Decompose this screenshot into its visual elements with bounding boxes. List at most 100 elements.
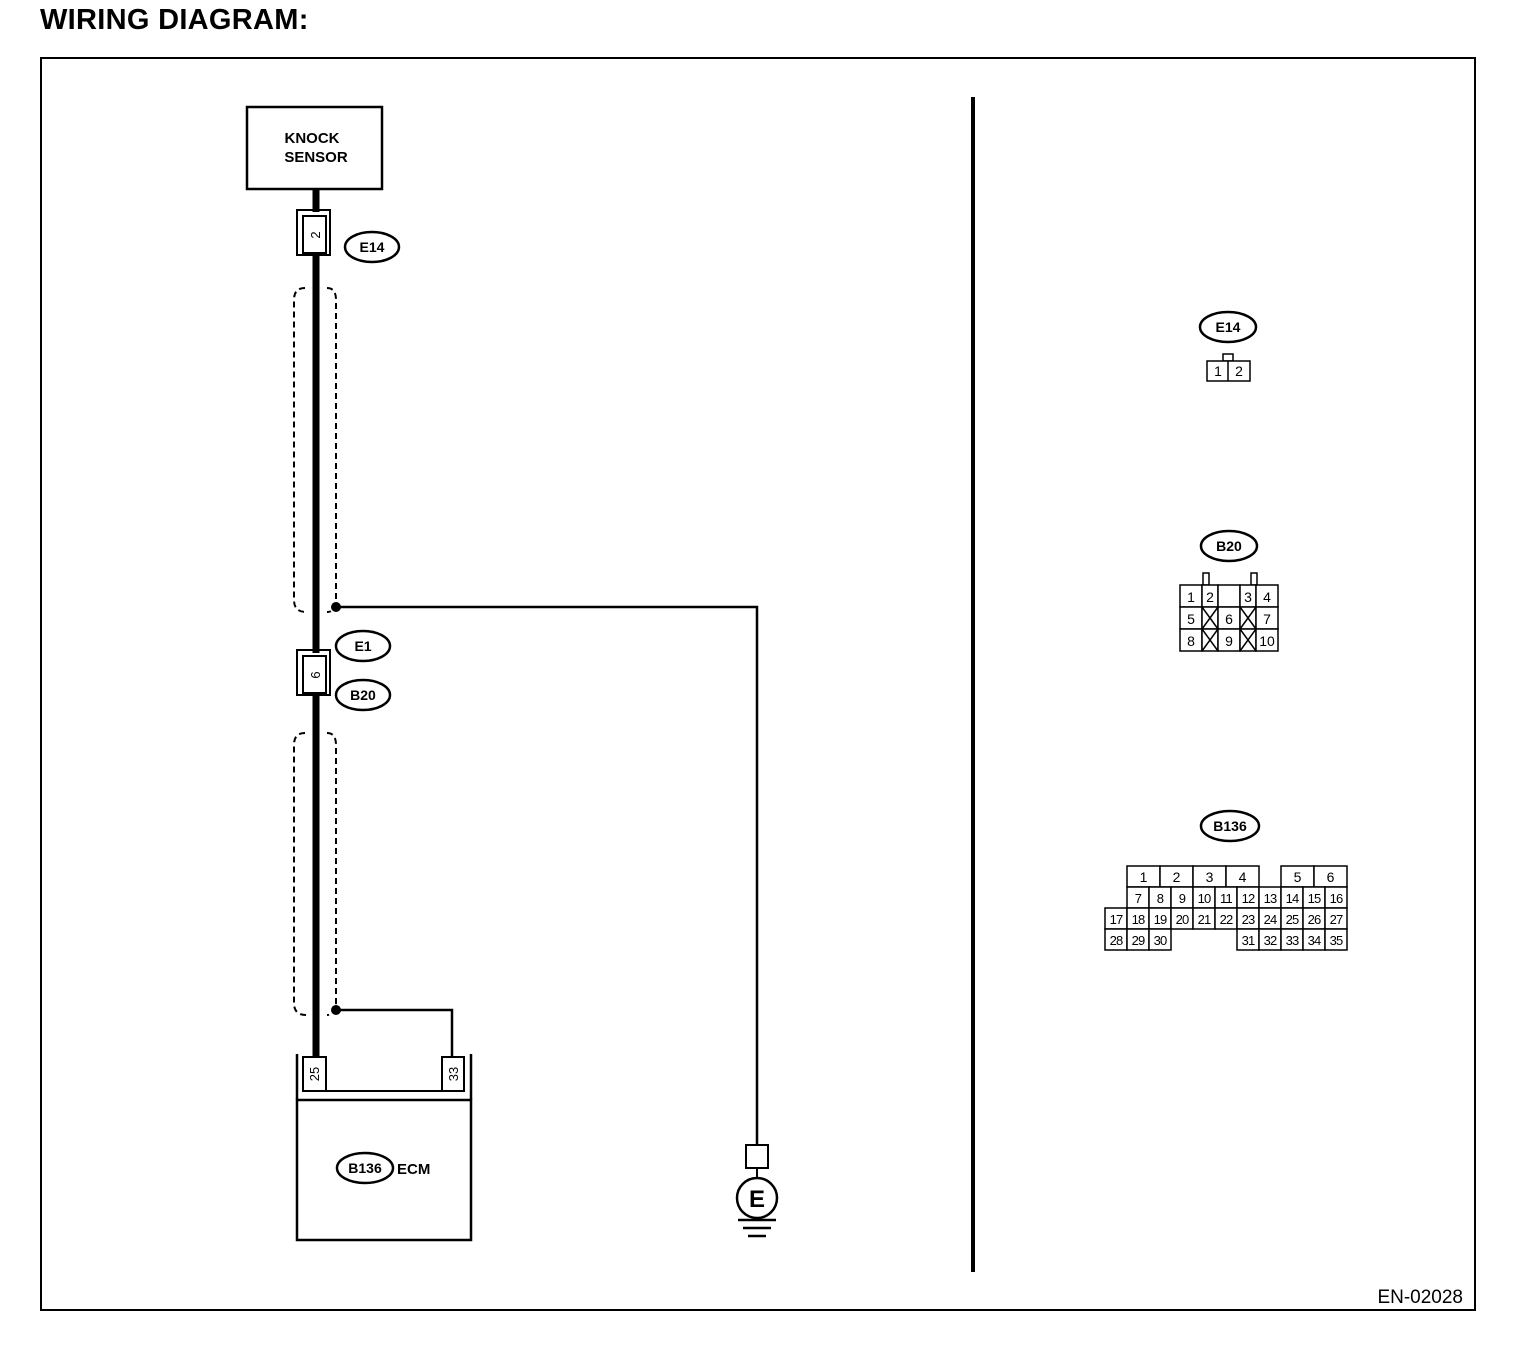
svg-text:30: 30: [1154, 933, 1167, 948]
svg-text:31: 31: [1242, 933, 1255, 948]
svg-text:E14: E14: [360, 239, 385, 255]
b20-pin-cell: 1: [1179, 584, 1203, 608]
b136-pin-cell: 27: [1324, 907, 1348, 930]
b136-pin-cell: 21: [1192, 907, 1216, 930]
svg-text:9: 9: [1225, 633, 1233, 649]
b20-pin-cell: [1201, 628, 1219, 652]
b20-pin-cell: [1239, 606, 1257, 630]
ecm-unit: 25 33 B136 ECM: [295, 1054, 473, 1242]
b20-pin-cell: [1239, 628, 1257, 652]
svg-text:B20: B20: [350, 687, 376, 703]
svg-text:34: 34: [1308, 933, 1321, 948]
b136-pin-cell: 17: [1104, 907, 1128, 930]
svg-text:2: 2: [1235, 363, 1243, 379]
b136-pin-cell: 35: [1324, 928, 1348, 951]
b136-pin-cell: 29: [1126, 928, 1150, 951]
svg-text:14: 14: [1286, 891, 1299, 906]
connector-b20-inline: 6: [296, 649, 331, 696]
svg-text:25: 25: [1286, 912, 1299, 927]
b136-pin-cell: 24: [1258, 907, 1282, 930]
b136-pin-cell: 13: [1258, 886, 1282, 909]
svg-text:2: 2: [1173, 869, 1181, 885]
svg-text:B136: B136: [1213, 818, 1247, 834]
b20-pin-number: 6: [308, 671, 323, 678]
connector-e1-badge: E1: [334, 629, 392, 663]
b136-pin-cell: 18: [1126, 907, 1150, 930]
b136-pin-cell: 1: [1126, 865, 1161, 888]
svg-text:11: 11: [1220, 891, 1232, 906]
ground-symbol: E: [735, 1144, 779, 1238]
shield-drain-wire-ground: [331, 602, 759, 1145]
svg-text:1: 1: [1140, 869, 1148, 885]
svg-text:5: 5: [1187, 611, 1195, 627]
svg-text:1: 1: [1214, 363, 1222, 379]
svg-text:23: 23: [1242, 912, 1255, 927]
b136-pin-cell: 4: [1225, 865, 1260, 888]
svg-text:27: 27: [1330, 912, 1343, 927]
b136-pin-cell: 10: [1192, 886, 1216, 909]
b136-pin-cell: 6: [1313, 865, 1348, 888]
connector-b20-badge: B20: [334, 678, 392, 712]
e14-pin-number: 2: [308, 231, 323, 238]
b136-pin-cell: 8: [1148, 886, 1172, 909]
b136-pin-cell: 7: [1126, 886, 1150, 909]
svg-text:10: 10: [1198, 891, 1211, 906]
connector-view-e14: E14 1 2: [1198, 310, 1258, 382]
svg-text:15: 15: [1308, 891, 1321, 906]
svg-text:12: 12: [1242, 891, 1255, 906]
svg-text:8: 8: [1157, 891, 1164, 906]
svg-text:7: 7: [1263, 611, 1271, 627]
connector-e14-badge: E14: [343, 230, 401, 264]
svg-text:E1: E1: [354, 638, 371, 654]
ecm-pin-33: 33: [446, 1067, 461, 1081]
b136-pin-cell: 11: [1214, 886, 1238, 909]
b20-pin-cell: [1217, 584, 1241, 608]
b136-pin-cell: 33: [1280, 928, 1304, 951]
svg-text:13: 13: [1264, 891, 1277, 906]
b136-pin-cell: 28: [1104, 928, 1128, 951]
svg-text:6: 6: [1327, 869, 1335, 885]
svg-text:21: 21: [1198, 912, 1211, 927]
svg-text:19: 19: [1154, 912, 1167, 927]
b20-pin-cell: 8: [1179, 628, 1203, 652]
ecm-pin-25: 25: [307, 1067, 322, 1081]
ecm-label: ECM: [397, 1161, 430, 1178]
b136-pin-cell: 30: [1148, 928, 1172, 951]
b20-pin-cell: 5: [1179, 606, 1203, 630]
b136-pin-cell: 3: [1192, 865, 1227, 888]
svg-text:3: 3: [1244, 589, 1252, 605]
knock-sensor-label-1: KNOCK: [285, 130, 340, 147]
svg-text:8: 8: [1187, 633, 1195, 649]
b136-pin-cell: 12: [1236, 886, 1260, 909]
b136-pin-cell: 16: [1324, 886, 1348, 909]
svg-text:28: 28: [1110, 933, 1123, 948]
svg-text:20: 20: [1176, 912, 1189, 927]
knock-sensor-label-2: SENSOR: [284, 149, 348, 166]
svg-text:6: 6: [1225, 611, 1233, 627]
svg-text:16: 16: [1330, 891, 1343, 906]
b136-pin-cell: 31: [1236, 928, 1260, 951]
svg-text:B20: B20: [1216, 538, 1242, 554]
svg-text:10: 10: [1259, 633, 1275, 649]
b136-pin-cell: 2: [1159, 865, 1194, 888]
b136-pin-cell: 19: [1148, 907, 1172, 930]
b136-pin-cell: 9: [1170, 886, 1194, 909]
svg-text:24: 24: [1264, 912, 1277, 927]
b136-pin-cell: 22: [1214, 907, 1238, 930]
svg-text:9: 9: [1179, 891, 1186, 906]
b136-pin-cell: 20: [1170, 907, 1194, 930]
svg-text:29: 29: [1132, 933, 1145, 948]
shield-drain-wire-ecm: [331, 1005, 454, 1057]
b20-pin-cell: 3: [1239, 584, 1257, 608]
b20-pin-cell: 2: [1201, 584, 1219, 608]
svg-text:4: 4: [1239, 869, 1247, 885]
connector-e14-inline: 2: [296, 209, 331, 256]
b136-pin-cell: 25: [1280, 907, 1304, 930]
b20-pin-cell: 9: [1217, 628, 1241, 652]
svg-text:1: 1: [1187, 589, 1195, 605]
b136-pin-cell: 32: [1258, 928, 1282, 951]
svg-text:32: 32: [1264, 933, 1277, 948]
svg-text:35: 35: [1330, 933, 1343, 948]
